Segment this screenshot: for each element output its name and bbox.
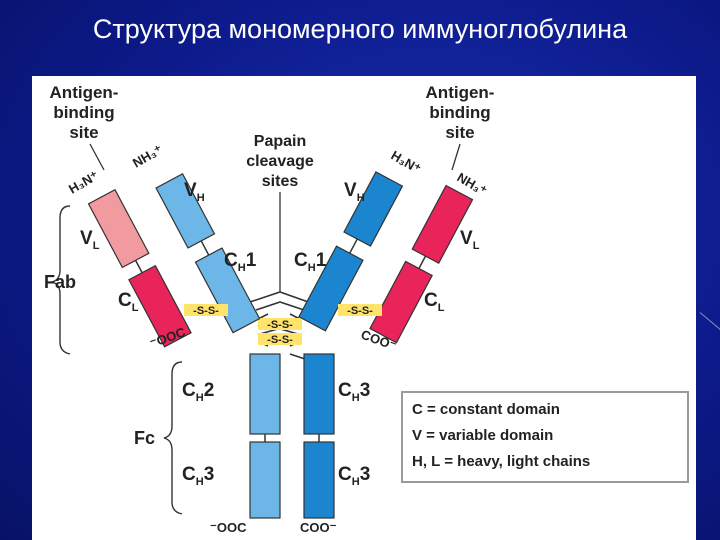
papain-cleavage-label: Papain cleavage sites	[246, 133, 314, 190]
antigen-site-right-label: Antigen- binding site	[426, 83, 495, 142]
ch1-right-label: CH1	[294, 250, 327, 274]
vl-right-domain	[411, 184, 474, 264]
ch2-right-domain	[303, 353, 335, 435]
vh-right-label: VH	[344, 180, 365, 204]
fc-bracket	[163, 361, 183, 515]
decorative-line	[699, 312, 720, 333]
svg-text:sites: sites	[262, 173, 299, 190]
disulfide-box-right	[338, 304, 382, 316]
svg-text:Antigen-: Antigen-	[50, 83, 119, 102]
ch3-left-domain	[249, 441, 281, 519]
disulfide-upper: -S-S-	[267, 319, 293, 331]
coo-bottom-right: COO⁻	[300, 520, 337, 535]
antigen-site-left-pointer	[89, 143, 105, 171]
disulfide-box-upper	[258, 318, 302, 330]
svg-text:binding: binding	[53, 103, 114, 122]
disulfide-lower: -S-S-	[267, 334, 293, 346]
vl-left-label: VL	[80, 228, 100, 252]
legend-box	[401, 391, 689, 483]
svg-text:cleavage: cleavage	[246, 153, 314, 170]
ch3-bottom-right-label: CH3	[338, 464, 370, 488]
cl-right-domain	[369, 260, 433, 344]
ch3-top-right-label: CH3	[338, 380, 370, 404]
svg-text:site: site	[445, 123, 474, 142]
slide-title: Структура мономерного иммуноглобулина	[92, 14, 628, 44]
svg-text:binding: binding	[429, 103, 490, 122]
disulfide-right: -S-S-	[347, 305, 373, 317]
ch1-left-label: CH1	[224, 250, 257, 274]
vl-right-label: VL	[460, 228, 480, 252]
coo-bottom-left: ⁻OOC	[210, 520, 247, 535]
ch2-left-domain	[249, 353, 281, 435]
ch3-bottom-left-label: CH3	[182, 464, 214, 488]
svg-text:site: site	[69, 123, 98, 142]
cl-right-label: CL	[424, 290, 445, 314]
fab-label: Fab	[44, 272, 76, 292]
nh3-right-heavy: H₃N⁺	[389, 148, 424, 177]
ch2-label: CH2	[182, 380, 214, 404]
antigen-site-left-label: Antigen- binding site	[50, 83, 119, 142]
legend-item-constant: C = constant domain	[412, 401, 560, 418]
fab-bracket	[51, 205, 71, 355]
fc-label: Fc	[134, 428, 155, 448]
antibody-diagram: Antigen- binding site Antigen- binding s…	[32, 76, 696, 540]
antigen-site-right-pointer	[451, 143, 461, 171]
disulfide-box-left	[184, 304, 228, 316]
svg-text:Antigen-: Antigen-	[426, 83, 495, 102]
nh3-left-light: H₃N⁺	[66, 168, 101, 197]
cl-left-label: CL	[118, 290, 139, 314]
legend-item-variable: V = variable domain	[412, 427, 553, 444]
disulfide-box-lower	[258, 333, 302, 345]
nh3-left-heavy: NH₃⁺	[130, 142, 165, 171]
ch3-right-domain	[303, 441, 335, 519]
vh-left-label: VH	[184, 180, 205, 204]
disulfide-left: -S-S-	[193, 305, 219, 317]
svg-text:Papain: Papain	[254, 133, 306, 150]
vl-left-domain	[87, 188, 150, 269]
legend-item-chains: H, L = heavy, light chains	[412, 453, 590, 470]
ch1-right-domain	[298, 245, 364, 332]
